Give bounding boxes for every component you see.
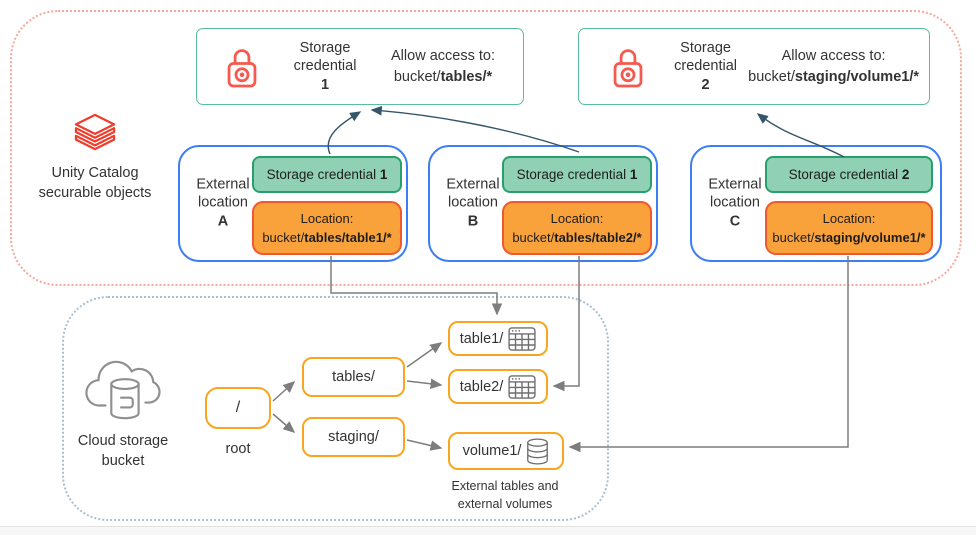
credential-2-title: Storage credential 2 [674, 40, 738, 93]
cloud-storage-label-block: Cloud storage bucket [66, 347, 180, 471]
tree-caption: External tables and external volumes [451, 479, 559, 511]
table-icon [508, 374, 536, 399]
root-folder-label: root [225, 441, 251, 457]
external-location-a-box: External location A Storage credential 1… [178, 145, 408, 262]
credential-2-access: Allow access to: bucket/staging/volume1/… [748, 48, 919, 85]
external-location-b-box: External location B Storage credential 1… [428, 145, 658, 262]
unity-catalog-label: Unity Catalog securable objects [38, 165, 152, 201]
cloud-storage-icon [85, 360, 161, 420]
volume-icon [527, 437, 549, 465]
databricks-layers-icon [74, 113, 116, 151]
unity-catalog-label-block: Unity Catalog securable objects [18, 112, 172, 203]
table2-box: table2/ [448, 369, 548, 404]
tables-folder-box: tables/ [302, 357, 405, 397]
location-b-credential-badge: Storage credential 1 [502, 156, 652, 193]
location-c-credential-badge: Storage credential 2 [765, 156, 933, 193]
root-folder-box: / [205, 387, 271, 429]
location-c-path-badge: Location: bucket/staging/volume1/* [765, 201, 933, 255]
staging-folder-box: staging/ [302, 417, 405, 457]
credential-1-title: Storage credential 1 [293, 40, 357, 93]
lock-icon [227, 48, 257, 87]
page-bottom-divider [0, 526, 976, 535]
lock-icon [613, 48, 643, 87]
table1-box: table1/ [448, 321, 548, 356]
location-b-path-badge: Location: bucket/tables/table2/* [502, 201, 652, 255]
external-location-a-label: External location A [196, 176, 250, 230]
external-location-c-label: External location C [708, 176, 762, 230]
credential-1-access: Allow access to: bucket/tables/* [391, 48, 495, 85]
external-location-b-label: External location B [446, 176, 500, 230]
location-a-credential-badge: Storage credential 1 [252, 156, 402, 193]
volume1-box: volume1/ [448, 432, 564, 470]
storage-credential-1-box: Storage credential 1 Allow access to: bu… [196, 28, 524, 105]
storage-credential-2-box: Storage credential 2 Allow access to: bu… [578, 28, 930, 105]
location-a-path-badge: Location: bucket/tables/table1/* [252, 201, 402, 255]
table-icon [508, 326, 536, 351]
cloud-storage-label: Cloud storage bucket [77, 433, 169, 469]
external-location-c-box: External location C Storage credential 2… [690, 145, 942, 262]
